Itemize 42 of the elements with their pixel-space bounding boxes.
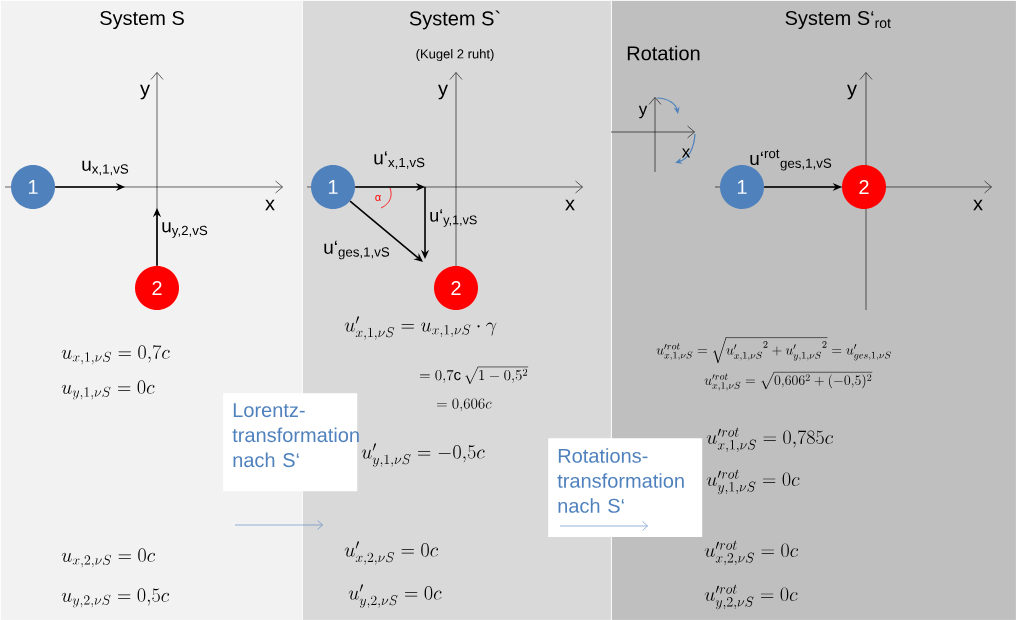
ball: 1: [720, 165, 764, 209]
heading: System S‘$_{rot}$: [785, 10, 891, 30]
formula: $u'_{x,2,\nu S} = 0c$: [344, 541, 439, 565]
text-box: Lorentz-transformation nach S‘: [223, 393, 359, 492]
axis-label: x: [565, 199, 575, 211]
ball: 2: [842, 165, 886, 209]
axis-label: x: [973, 199, 983, 211]
heading: System S: [100, 10, 184, 30]
text-box: Rotations-transformation nach S‘: [548, 438, 703, 537]
edge-label: u$_{y,2,vS}$: [162, 222, 208, 238]
axis-label: y: [140, 84, 150, 100]
formula: $u'^{rot}_{x,1,\nu S} = \sqrt{0{,}606^2+(-0{,}5)^2}$: [704, 371, 873, 391]
formula: $u'^{rot}_{x,1,\nu S} = 0{,}785c$: [706, 427, 833, 453]
formula: $u_{y,1,\nu S} = 0c$: [61, 380, 155, 400]
ball: 1: [311, 165, 355, 209]
edge-label: u‘$_{x,1,vS}$: [374, 151, 425, 169]
vector-label: u‘$_{y,1,vS}$: [430, 209, 477, 227]
formula: $= 0{,}606c$: [437, 398, 492, 412]
formula: $u'^{rot}_{x,2,\nu S} = 0c$: [704, 540, 799, 566]
formula: $u_{x,1,\nu S} = 0{,}7c$: [61, 345, 170, 365]
formula: $u'_{x,1,\nu S} = u_{x,1,\nu S}\cdot\gamma$: [344, 316, 497, 340]
formula: $u'^{rot}_{x,1,\nu S} = \sqrt{{u'_{x,1,\nu S}}^2 + {u'_{y,1,\nu S}}^2} = u'_{ges,1,\nu S}$: [656, 337, 891, 364]
axis-label: y: [638, 105, 648, 119]
formula: $u_{x,2,\nu S} = 0c$: [61, 548, 156, 568]
ball: 1: [11, 165, 55, 209]
formula: $u_{y,2,\nu S} = 0{,}5c$: [61, 588, 170, 608]
formula: $= 0{,}7\mathrm{c}\,\sqrt{1-0{,}5^2}$: [420, 366, 529, 384]
arrow: [349, 200, 423, 262]
formula: $u'_{y,2,\nu S} = 0c$: [348, 584, 442, 608]
heading: System S`: [409, 10, 500, 30]
edge-label: u‘$_{ges,1,vS}$: [324, 240, 390, 260]
axis-label: x: [265, 199, 275, 211]
formula: $u'^{rot}_{y,2,\nu S} = 0c$: [704, 584, 798, 610]
angle-label: α: [375, 195, 381, 201]
ball: 2: [434, 266, 478, 310]
axis-label: y: [847, 84, 857, 100]
subheading: (Kugel 2 ruht): [416, 48, 494, 62]
edge-label: u$_{x,1,vS}$: [82, 160, 129, 176]
axis-label: y: [438, 84, 448, 100]
axis-label: x: [681, 148, 691, 158]
section-label: Rotation: [627, 45, 700, 61]
ball: 2: [135, 266, 179, 310]
